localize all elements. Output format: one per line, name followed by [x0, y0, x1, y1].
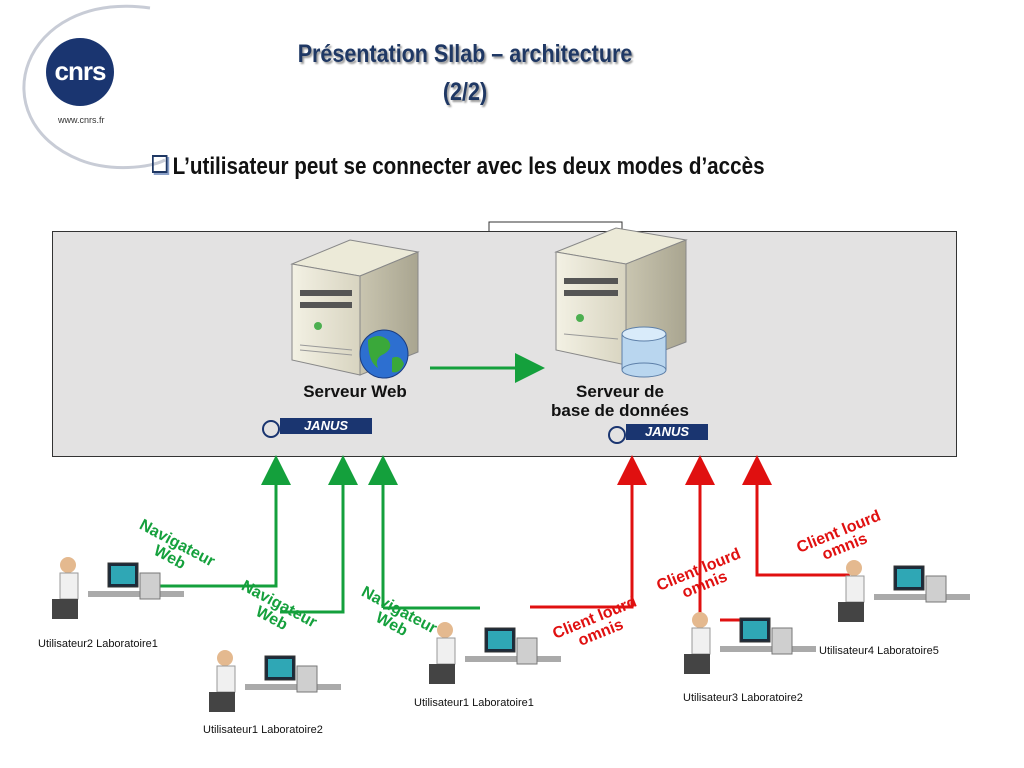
web-server-icon [290, 239, 420, 379]
cnrs-logo: cnrs www.cnrs.fr [0, 0, 180, 175]
janus-badge-web: JANUS [280, 418, 372, 434]
logo-text: cnrs [54, 56, 107, 86]
db-server-label-line2: base de données [551, 401, 689, 420]
db-server-icon [554, 227, 688, 378]
logo-url: www.cnrs.fr [58, 115, 105, 125]
user-label-5: Utilisateur4 Laboratoire5 [819, 645, 939, 657]
web-access-lines [150, 455, 480, 614]
user-label-4: Utilisateur3 Laboratoire2 [683, 692, 803, 704]
janus-logo-db: JANUS [608, 424, 708, 444]
slide-title-line1: Présentation SIlab – architecture [297, 40, 633, 68]
janus-badge-db: JANUS [626, 424, 708, 440]
user-label-1: Utilisateur2 Laboratoire1 [38, 638, 158, 650]
server-panel [52, 231, 957, 457]
user-workstation-icon-4 [684, 612, 816, 674]
slide-title-line2: (2/2) [442, 78, 488, 106]
web-server-label: Serveur Web [303, 382, 407, 401]
user-workstation-icon-1 [52, 557, 184, 619]
user-label-3: Utilisateur1 Laboratoire1 [414, 697, 534, 709]
user-workstation-icon-2 [209, 650, 341, 712]
client-access-lines [530, 455, 850, 622]
db-server-label-line1: Serveur de [576, 382, 664, 401]
bullet-text: L’utilisateur peut se connecter avec les… [172, 153, 765, 180]
user-workstation-icon-5 [838, 560, 970, 622]
slide-bullet: L’utilisateur peut se connecter avec les… [152, 153, 765, 181]
logo-swoosh-icon [22, 4, 166, 169]
user-workstation-icon-3 [429, 622, 561, 684]
checkbox-bullet-icon [152, 155, 168, 173]
user-label-2: Utilisateur1 Laboratoire2 [203, 724, 323, 736]
janus-logo-web: JANUS [262, 418, 372, 438]
